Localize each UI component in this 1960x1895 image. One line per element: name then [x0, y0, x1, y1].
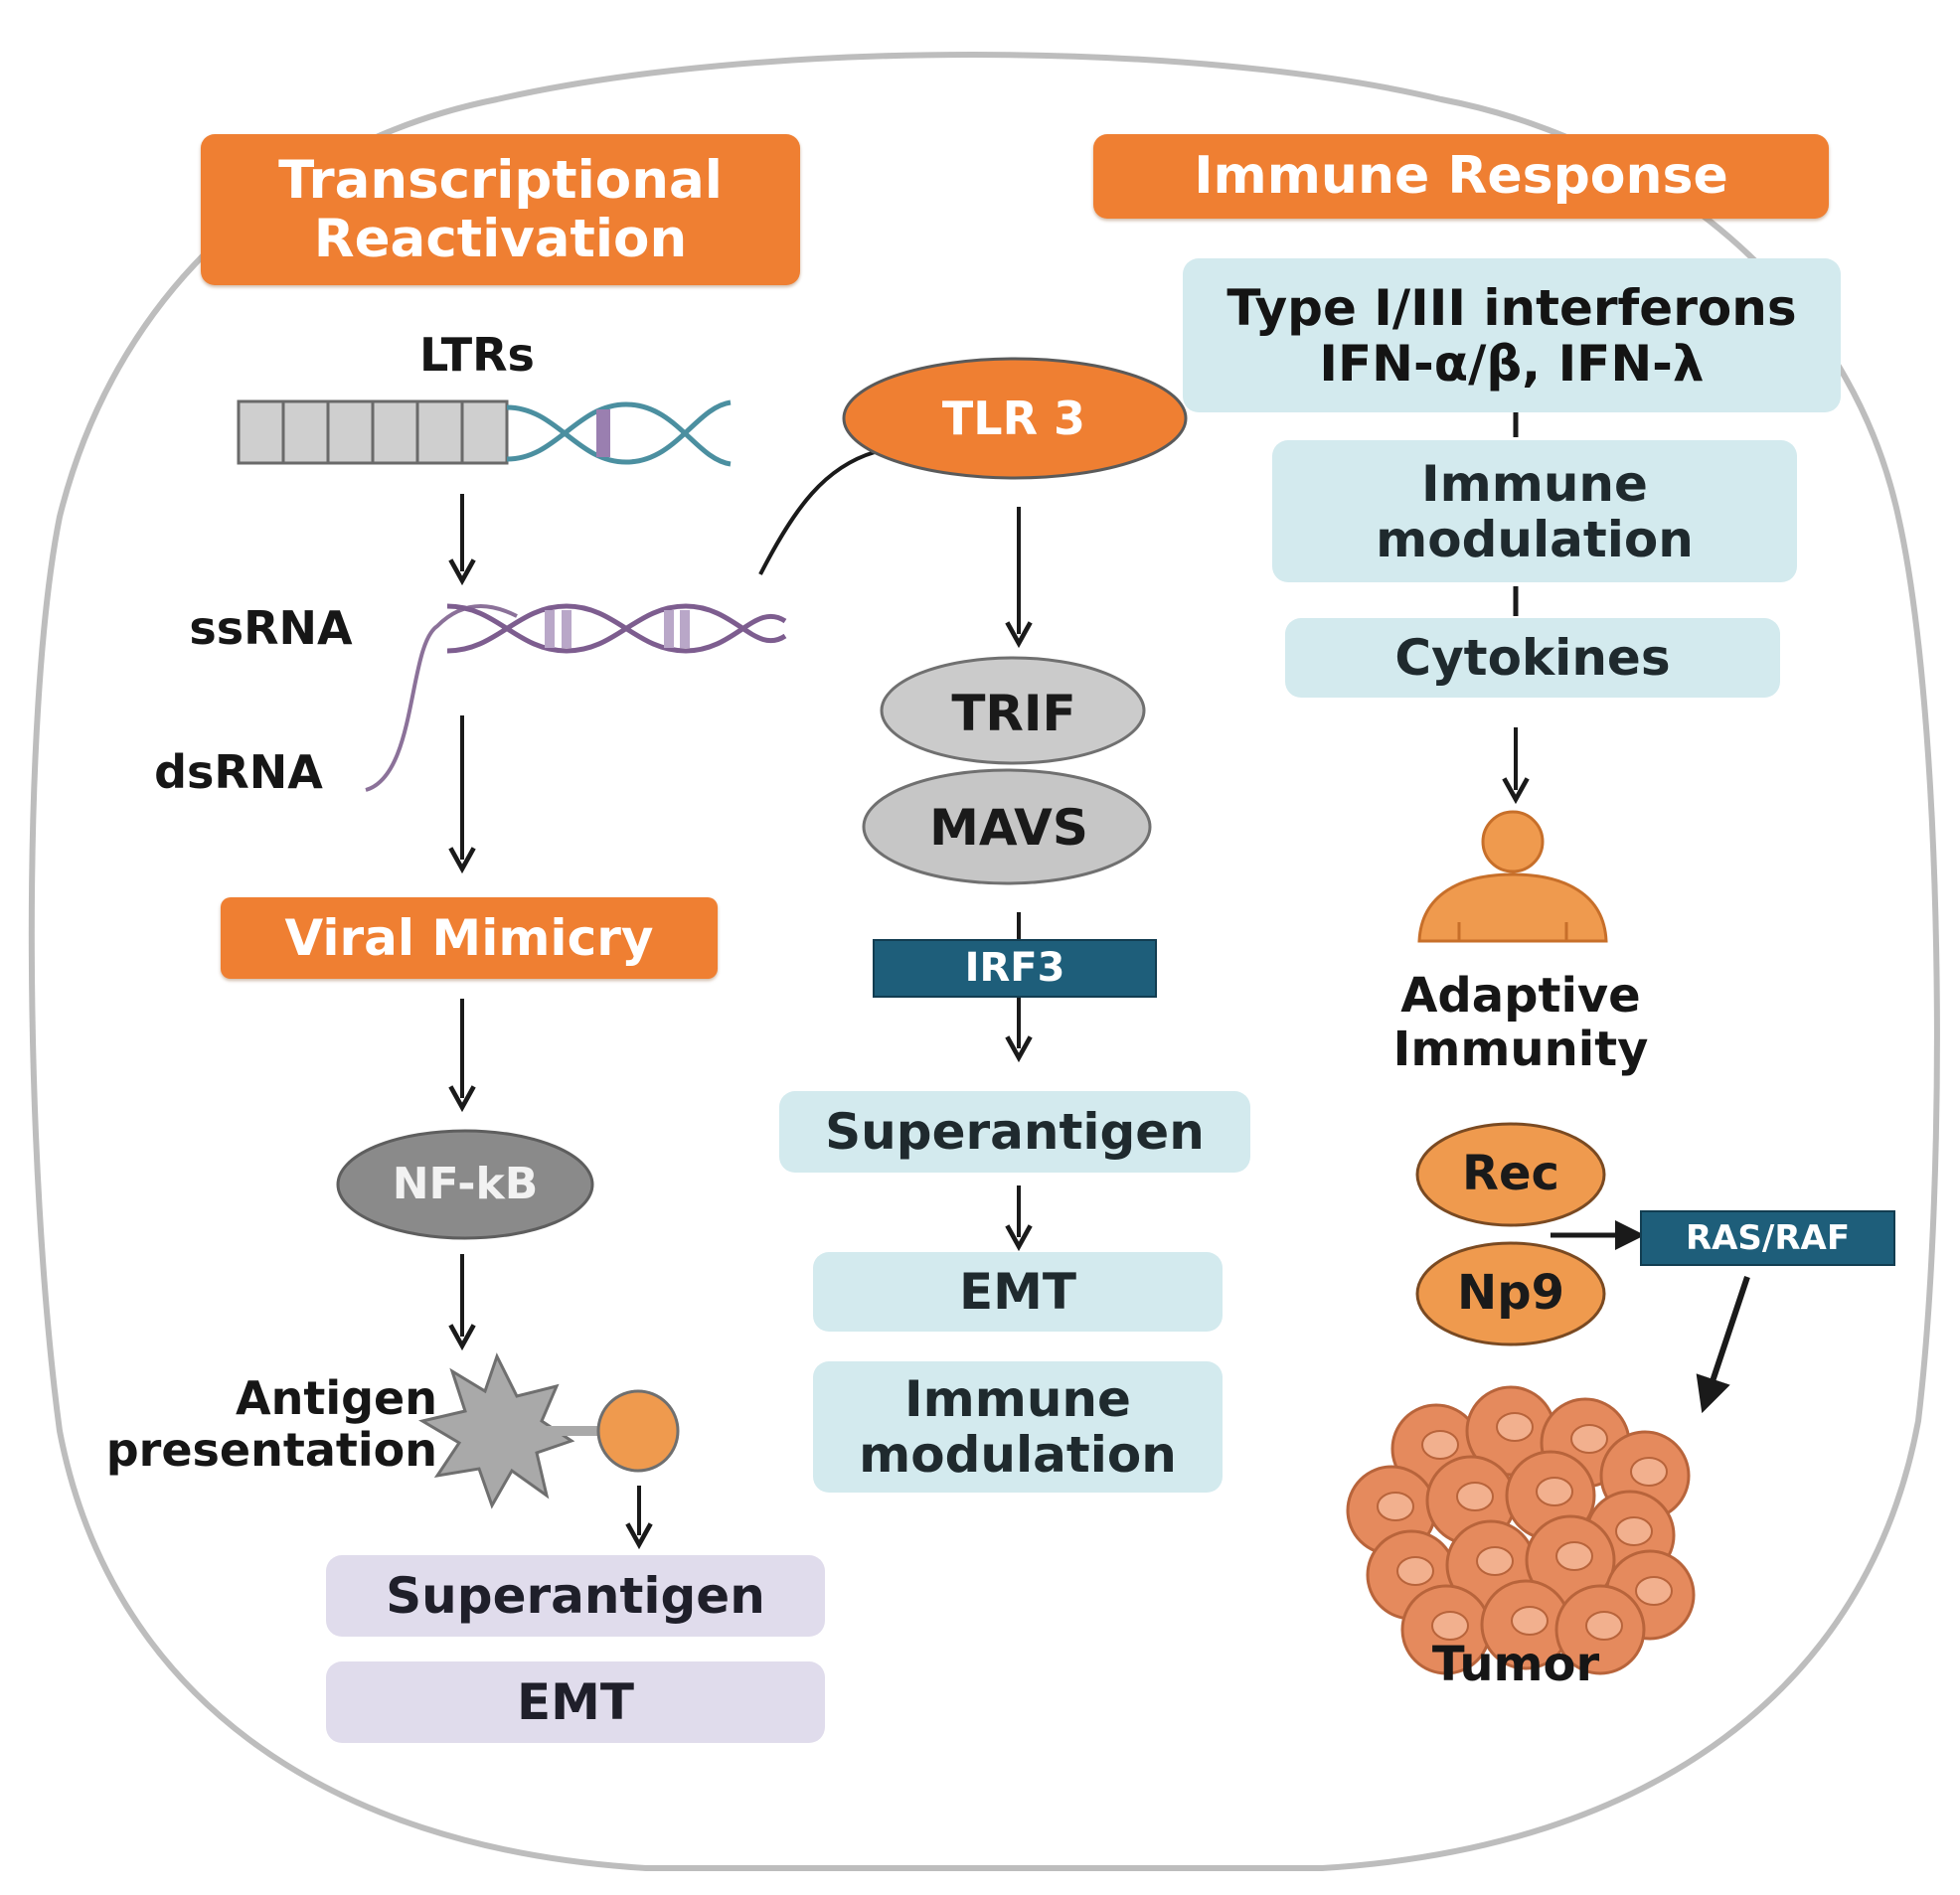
irf3-box: IRF3	[873, 939, 1157, 998]
tumor-icon	[1346, 1385, 1696, 1675]
tlr3-oval	[842, 357, 1188, 480]
trif-label: TRIF	[951, 685, 1076, 742]
person-icon	[1417, 810, 1608, 943]
tumor-cell-nucleus	[1585, 1611, 1623, 1641]
left-emt-box: EMT	[326, 1661, 825, 1743]
antigen-presenting-cell-icon	[418, 1352, 680, 1509]
tumor-cell-nucleus	[1456, 1482, 1494, 1511]
viral-mimicry-box: Viral Mimicry	[221, 897, 718, 979]
ssrna-label: ssRNA	[189, 601, 353, 656]
trif-oval	[880, 656, 1146, 765]
rec-oval	[1415, 1122, 1606, 1227]
tumor-cell-nucleus	[1396, 1556, 1434, 1586]
tumor-cell-nucleus	[1555, 1541, 1593, 1571]
tumor-cell-nucleus	[1630, 1457, 1668, 1487]
tlr3-tether	[758, 450, 876, 575]
middle-immune-modulation-box: Immune modulation	[813, 1361, 1223, 1493]
rna-strand-icon	[365, 603, 787, 792]
ras-raf-box: RAS/RAF	[1640, 1210, 1895, 1266]
tumor-label: Tumor	[1431, 1637, 1600, 1693]
ltr-dna-icon	[237, 399, 732, 467]
tumor-cell-nucleus	[1377, 1492, 1414, 1521]
nfkb-oval	[336, 1129, 594, 1240]
tumor-cell-nucleus	[1615, 1516, 1653, 1546]
np9-label: Np9	[1457, 1265, 1564, 1322]
immune-response-header: Immune Response	[1093, 134, 1829, 219]
antigen-presentation-label: Antigen presentation	[105, 1371, 437, 1477]
cytokines-box: Cytokines	[1285, 618, 1780, 698]
tumor-cell-nucleus	[1536, 1477, 1573, 1506]
middle-emt-box: EMT	[813, 1252, 1223, 1332]
middle-superantigen-box: Superantigen	[779, 1091, 1250, 1173]
tumor-cell-nucleus	[1635, 1576, 1673, 1606]
left-superantigen-box: Superantigen	[326, 1555, 825, 1637]
tlr3-label: TLR 3	[941, 392, 1086, 446]
tumor-cell-nucleus	[1496, 1412, 1534, 1442]
dsrna-label: dsRNA	[154, 745, 323, 800]
mavs-oval	[862, 768, 1152, 885]
tumor-cell-nucleus	[1421, 1430, 1459, 1460]
tumor-cell-nucleus	[1570, 1424, 1608, 1454]
transcriptional-reactivation-header: Transcriptional Reactivation	[201, 134, 800, 285]
right-immune-modulation-box: Immune modulation	[1272, 440, 1797, 582]
np9-oval	[1415, 1241, 1606, 1346]
rec-label: Rec	[1462, 1146, 1559, 1202]
nfkb-label: NF-kB	[392, 1159, 539, 1210]
mavs-label: MAVS	[929, 799, 1088, 857]
tumor-cell-nucleus	[1431, 1611, 1469, 1641]
tumor-cell-nucleus	[1511, 1606, 1549, 1636]
adaptive-immunity-label: Adaptive Immunity	[1392, 968, 1649, 1077]
interferons-box: Type I/III interferons IFN-α/β, IFN-λ	[1183, 258, 1841, 412]
arrow-rasraf-to-tumor	[1696, 1276, 1750, 1414]
tumor-cell-nucleus	[1476, 1546, 1514, 1576]
cell-membrane	[28, 52, 1940, 1871]
ltrs-label: LTRs	[419, 328, 535, 383]
